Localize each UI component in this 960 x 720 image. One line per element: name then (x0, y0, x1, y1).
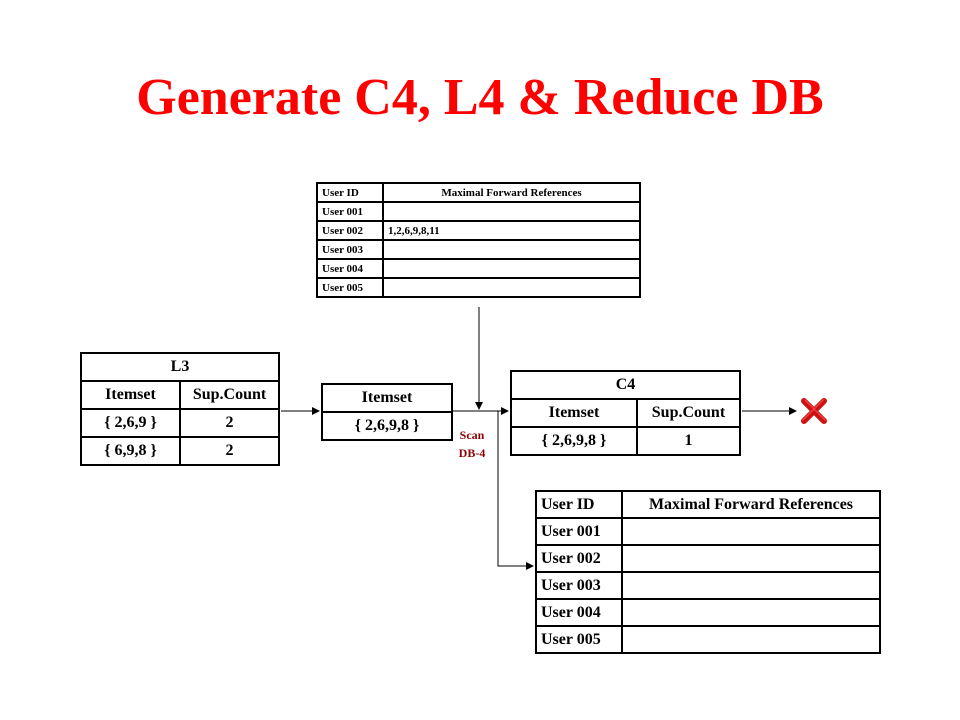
column-header-user-id: User ID (316, 182, 384, 203)
column-header-itemset: Itemset (510, 398, 638, 428)
scan-label-line: DB-4 (458, 446, 486, 460)
column-header-itemset: Itemset (321, 383, 453, 413)
user-id-cell: User 003 (316, 239, 384, 260)
itemset-cell: { 6,9,8 } (80, 436, 181, 466)
column-header-sup-count: Sup.Count (179, 380, 280, 410)
table-title-row: C4 (510, 370, 741, 400)
itemset-cell: { 2,6,9,8 } (510, 426, 638, 456)
user-id-cell: User 002 (535, 544, 623, 573)
table-header-row: Itemset (321, 383, 453, 413)
user-id-cell: User 003 (535, 571, 623, 600)
scan-label: Scan DB-4 (448, 426, 496, 462)
table-row: User 003 (535, 571, 881, 600)
l3-title: L3 (80, 352, 280, 382)
table-row: { 2,6,9 } 2 (80, 408, 280, 438)
table-row: User 004 (535, 598, 881, 627)
database-table-bottom: User ID Maximal Forward References User … (535, 490, 881, 654)
table-row: User 003 (316, 239, 641, 260)
table-row: User 001 (316, 201, 641, 222)
references-cell (621, 571, 881, 600)
references-cell (621, 544, 881, 573)
x-mark-icon (801, 398, 827, 424)
references-cell: 1,2,6,9,8,11 (382, 220, 641, 241)
itemset-cell: { 2,6,9,8 } (321, 411, 453, 441)
column-header-itemset: Itemset (80, 380, 181, 410)
table-row: User 002 1,2,6,9,8,11 (316, 220, 641, 241)
references-cell (621, 598, 881, 627)
table-header-row: Itemset Sup.Count (510, 398, 742, 428)
table-row: User 002 (535, 544, 881, 573)
references-cell (382, 239, 641, 260)
user-id-cell: User 002 (316, 220, 384, 241)
table-row: User 004 (316, 258, 641, 279)
table-row: User 001 (535, 517, 881, 546)
arrow-scan-to-reduced-db (497, 411, 534, 570)
table-header-row: Itemset Sup.Count (80, 380, 280, 410)
user-id-cell: User 005 (316, 277, 384, 298)
table-header-row: User ID Maximal Forward References (535, 490, 881, 519)
database-table-top: User ID Maximal Forward References User … (316, 182, 641, 298)
c4-title: C4 (510, 370, 741, 400)
column-header-references: Maximal Forward References (621, 490, 881, 519)
column-header-user-id: User ID (535, 490, 623, 519)
table-row: { 2,6,9,8 } 1 (510, 426, 742, 456)
user-id-cell: User 004 (316, 258, 384, 279)
table-title-row: L3 (80, 352, 280, 382)
l3-table: L3 Itemset Sup.Count { 2,6,9 } 2 { 6,9,8… (80, 352, 280, 466)
candidate-itemset-table: Itemset { 2,6,9,8 } (321, 383, 453, 441)
page-title: Generate C4, L4 & Reduce DB (136, 69, 824, 126)
column-header-references: Maximal Forward References (382, 182, 641, 203)
table-row: User 005 (535, 625, 881, 654)
references-cell (382, 258, 641, 279)
c4-table: C4 Itemset Sup.Count { 2,6,9,8 } 1 (510, 370, 742, 456)
references-cell (382, 201, 641, 222)
itemset-cell: { 2,6,9 } (80, 408, 181, 438)
table-row: User 005 (316, 277, 641, 298)
references-cell (621, 625, 881, 654)
table-row: { 6,9,8 } 2 (80, 436, 280, 466)
sup-count-cell: 2 (179, 408, 280, 438)
user-id-cell: User 005 (535, 625, 623, 654)
references-cell (382, 277, 641, 298)
table-row: { 2,6,9,8 } (321, 411, 453, 441)
scan-label-line: Scan (459, 428, 485, 442)
table-header-row: User ID Maximal Forward References (316, 182, 641, 203)
user-id-cell: User 001 (316, 201, 384, 222)
user-id-cell: User 001 (535, 517, 623, 546)
sup-count-cell: 1 (635, 426, 742, 456)
column-header-sup-count: Sup.Count (635, 398, 742, 428)
references-cell (621, 517, 881, 546)
sup-count-cell: 2 (179, 436, 280, 466)
user-id-cell: User 004 (535, 598, 623, 627)
